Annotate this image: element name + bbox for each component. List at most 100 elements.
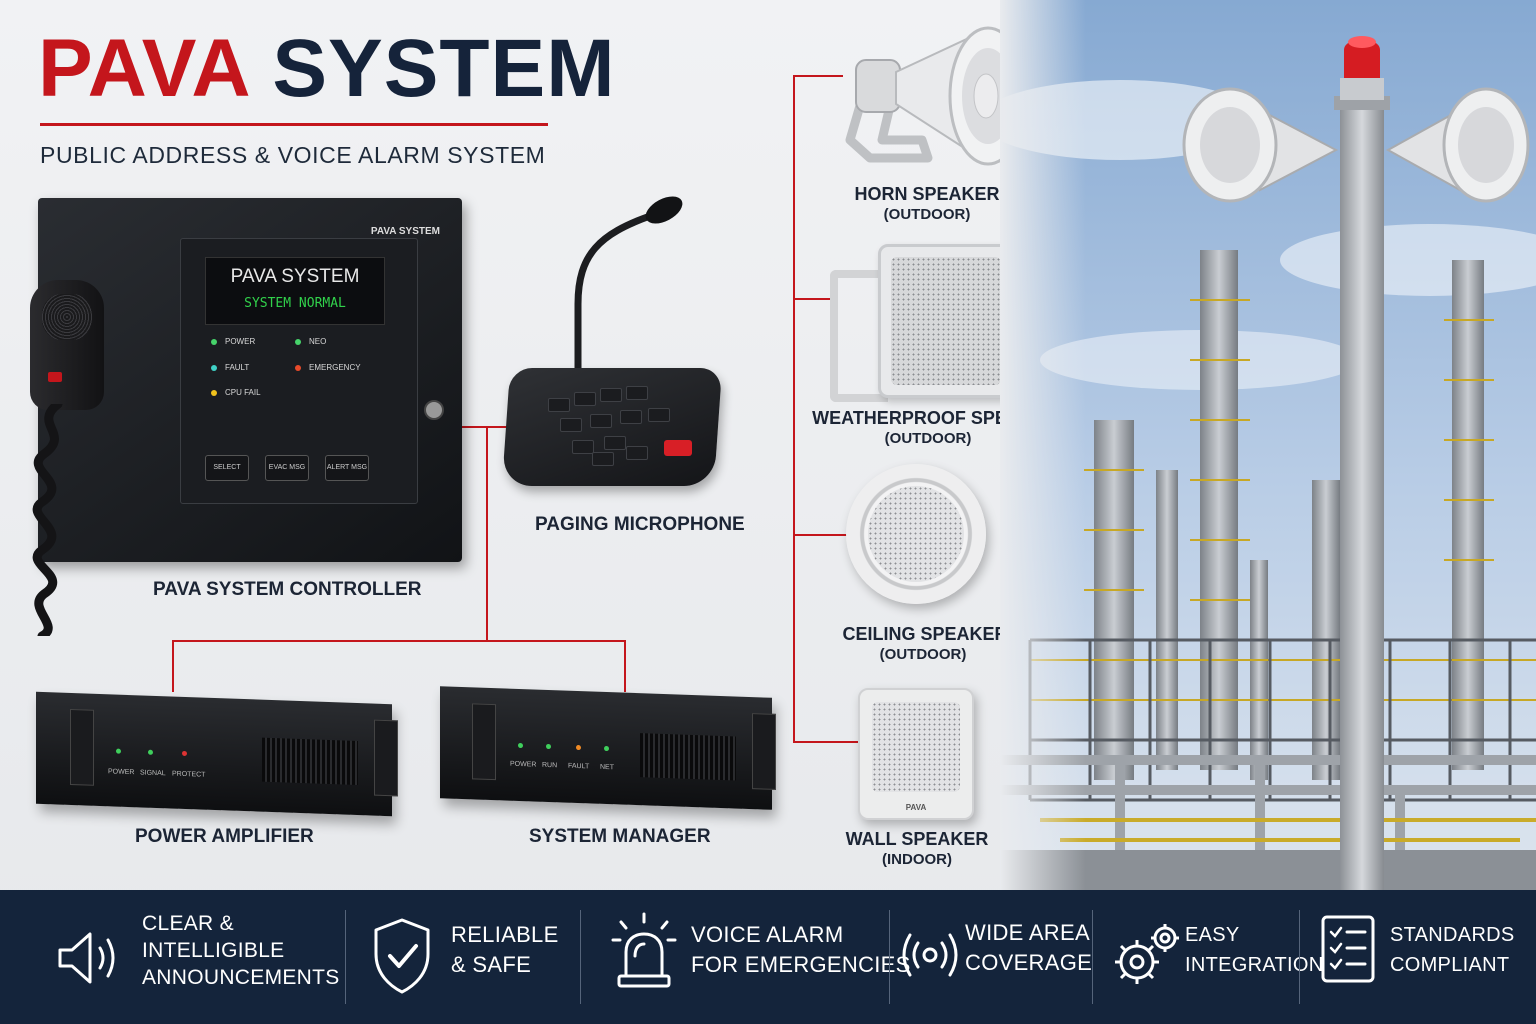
horn-speaker-name: HORN SPEAKER [854, 184, 1000, 204]
display-title: PAVA SYSTEM [230, 266, 360, 287]
rack-handle [70, 708, 94, 786]
ceiling-speaker-type: (OUTDOOR) [879, 646, 967, 663]
paging-mic-label: PAGING MICROPHONE [535, 514, 745, 535]
display-status: SYSTEM NORMAL [244, 296, 346, 311]
pava-controller: PAVA SYSTEM PAVA SYSTEM SYSTEM NORMAL PO… [38, 198, 462, 562]
handset-grill [42, 294, 92, 340]
wall-speaker-type: (INDOOR) [882, 851, 952, 868]
coiled-cord-icon [32, 404, 63, 636]
alert-msg-button[interactable]: ALERT MSG [325, 455, 369, 481]
indicator-fault: FAULT [225, 363, 250, 372]
rack-handle [472, 703, 496, 781]
evac-msg-button[interactable]: EVAC MSG [265, 455, 309, 481]
fault-led [211, 365, 217, 371]
amp-vent [262, 737, 358, 786]
keypad-key [590, 414, 612, 428]
feature-text: STANDARDS COMPLIANT [1390, 920, 1515, 980]
wire-ceiling [793, 534, 849, 536]
feature-line: ANNOUNCEMENTS [142, 966, 340, 989]
mgr-led-fault: FAULT [568, 762, 590, 771]
neo-led [295, 339, 301, 345]
feature-line: CLEAR & [142, 912, 234, 935]
feature-line: COMPLIANT [1390, 954, 1510, 976]
keypad-key [574, 392, 596, 406]
gooseneck-icon [574, 196, 683, 382]
feature-line: RELIABLE [451, 922, 559, 947]
title-pava: PAVA [38, 23, 249, 114]
speaker-grille [872, 702, 960, 792]
power-amplifier: POWER SIGNAL PROTECT [36, 691, 398, 817]
mgr-led-run: RUN [542, 761, 558, 770]
keypad-key [626, 446, 648, 460]
wire-horn [793, 75, 843, 77]
keypad-key [620, 410, 642, 424]
feature-line: FOR EMERGENCIES [691, 952, 911, 977]
feature-clear-announcements: CLEAR & INTELLIGIBLE ANNOUNCEMENTS [0, 890, 345, 1024]
mgr-power-led [518, 742, 523, 749]
controller-label: PAVA SYSTEM CONTROLLER [153, 579, 422, 600]
speaker-icon [58, 932, 115, 984]
weatherproof-speaker-type: (OUTDOOR) [884, 430, 972, 447]
power-led [211, 339, 217, 345]
wire-weatherproof [793, 298, 837, 300]
speaker-bracket [830, 270, 888, 402]
divider [1299, 910, 1300, 1004]
amp-led-power: POWER [108, 768, 135, 777]
feature-line: COVERAGE [965, 950, 1093, 975]
indicator-power: POWER [225, 337, 256, 346]
keypad-key [592, 452, 614, 466]
rack-handle [374, 719, 398, 797]
speaker-grille [868, 486, 964, 582]
divider [1092, 910, 1093, 1004]
controller-display: PAVA SYSTEM SYSTEM NORMAL [205, 257, 385, 325]
wire-mgr-drop [624, 640, 626, 692]
controller-brand: PAVA SYSTEM [370, 226, 440, 237]
wire-controller-mic [460, 426, 520, 428]
ceiling-speaker-icon [846, 464, 986, 604]
wall-speaker-icon: PAVA [858, 688, 974, 820]
wire-trunk-down [486, 426, 488, 640]
mgr-fault-led [576, 744, 581, 751]
select-button[interactable]: SELECT [205, 455, 249, 481]
amplifier-label: POWER AMPLIFIER [135, 826, 314, 847]
shield-check-icon [374, 918, 430, 994]
mgr-led-net: NET [600, 763, 614, 772]
emergency-key [664, 440, 692, 456]
feature-reliable-safe: RELIABLE & SAFE [346, 890, 580, 1024]
feature-line: STANDARDS [1390, 924, 1515, 946]
ptt-button [48, 372, 62, 382]
title-underline [40, 123, 548, 126]
keypad-key [626, 386, 648, 400]
paging-mic-base [501, 368, 723, 486]
paging-microphone [501, 338, 723, 490]
page-title: PAVA SYSTEM [38, 28, 616, 110]
feature-text: EASY INTEGRATION [1185, 920, 1324, 980]
feature-easy-integration: EASY INTEGRATION [1093, 890, 1323, 1024]
amp-signal-led [148, 749, 153, 755]
keypad-key [548, 398, 570, 412]
ceiling-speaker-name: CEILING SPEAKER [842, 624, 1008, 644]
feature-line: INTEGRATION [1185, 954, 1324, 976]
mgr-led-power: POWER [510, 760, 537, 769]
divider [345, 910, 346, 1004]
amp-led-signal: SIGNAL [140, 769, 166, 778]
page-subtitle: PUBLIC ADDRESS & VOICE ALARM SYSTEM [40, 142, 546, 168]
horn-speaker-type: (OUTDOOR) [883, 206, 971, 223]
broadcast-icon [902, 933, 958, 977]
emergency-led [295, 365, 301, 371]
feature-text: VOICE ALARM FOR EMERGENCIES [691, 920, 911, 980]
feature-line: VOICE ALARM [691, 922, 844, 947]
weatherproof-speaker-name: WEATHERPROOF SPEAKER [812, 408, 1058, 428]
feature-standards-compliant: STANDARDS COMPLIANT [1300, 890, 1536, 1024]
title-system: SYSTEM [272, 23, 616, 114]
feature-line: WIDE AREA [965, 920, 1090, 945]
speaker-grille [891, 257, 1001, 385]
amp-led-protect: PROTECT [172, 770, 206, 779]
speaker-badge: PAVA [905, 803, 927, 812]
keypad-key [572, 440, 594, 454]
indicator-emergency: EMERGENCY [309, 363, 361, 372]
feature-line: EASY [1185, 924, 1240, 946]
manager-label: SYSTEM MANAGER [529, 826, 711, 847]
divider [889, 910, 890, 1004]
